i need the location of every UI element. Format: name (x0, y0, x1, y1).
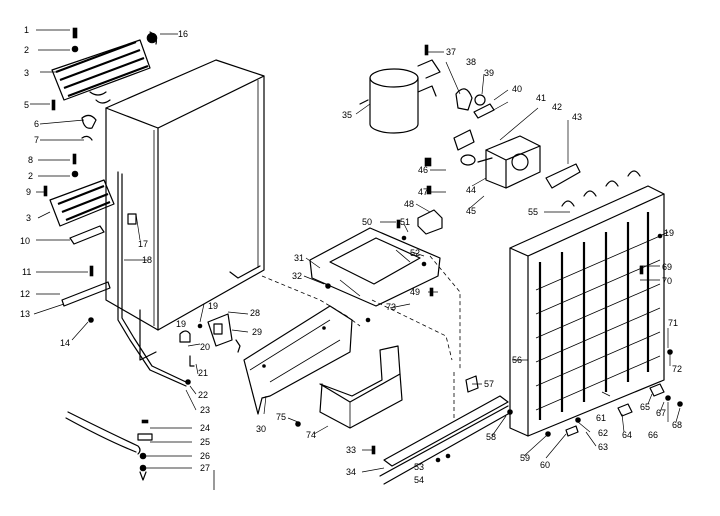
callout-52: 52 (410, 248, 420, 258)
callout-68: 68 (672, 420, 682, 430)
callout-46: 46 (418, 165, 428, 175)
callout-72: 72 (672, 364, 682, 374)
callout-12: 12 (20, 289, 30, 299)
callout-35: 35 (342, 110, 352, 120)
callout-30: 30 (256, 424, 266, 434)
callout-10: 10 (20, 236, 30, 246)
compressor-mount-bracket (309, 227, 441, 323)
callout-41: 41 (536, 93, 546, 103)
callout-61: 61 (596, 413, 606, 423)
cabinet-body (105, 59, 265, 490)
callout-62: 62 (598, 428, 608, 438)
callout-71: 71 (668, 318, 678, 328)
callout-44: 44 (466, 185, 476, 195)
callout-56: 56 (512, 355, 522, 365)
callout-18: 18 (142, 255, 152, 265)
lower-evaporator-coil (49, 179, 115, 307)
callout-43: 43 (572, 112, 582, 122)
callout-33: 33 (346, 445, 356, 455)
callout-57: 57 (484, 379, 494, 389)
callout-22: 22 (198, 390, 208, 400)
callout-6: 6 (34, 119, 39, 129)
callout-5: 5 (24, 100, 29, 110)
callout-69: 69 (662, 262, 672, 272)
callout-9: 9 (26, 187, 31, 197)
callout-23: 23 (200, 405, 210, 415)
callout-65: 65 (640, 402, 650, 412)
callout-19c: 19 (176, 319, 186, 329)
callout-7: 7 (34, 135, 39, 145)
condenser-fan-motor (477, 135, 541, 189)
callout-73: 73 (386, 302, 396, 312)
callout-28: 28 (250, 308, 260, 318)
callout-39: 39 (484, 68, 494, 78)
relay-overload-parts (453, 88, 495, 166)
callout-55: 55 (528, 207, 538, 217)
callout-66: 66 (648, 430, 658, 440)
callout-29: 29 (252, 327, 262, 337)
callout-75: 75 (276, 412, 286, 422)
control-parts (179, 313, 241, 385)
callout-53: 53 (414, 462, 424, 472)
callout-1: 1 (24, 25, 29, 35)
callout-32: 32 (292, 271, 302, 281)
power-cord (65, 411, 153, 481)
drain-pan (295, 345, 403, 429)
callout-51: 51 (400, 217, 410, 227)
callout-20: 20 (200, 342, 210, 352)
callout-50: 50 (362, 217, 372, 227)
callout-2b: 2 (28, 171, 33, 181)
callout-58: 58 (486, 432, 496, 442)
motor-mount-parts (396, 157, 443, 241)
base-rail (371, 395, 509, 485)
callout-47: 47 (418, 187, 428, 197)
callout-25: 25 (200, 437, 210, 447)
callout-67: 67 (656, 408, 666, 418)
callout-24: 24 (200, 423, 210, 433)
callout-14: 14 (60, 338, 70, 348)
hardware-screws-left (43, 27, 158, 323)
callout-48: 48 (404, 199, 414, 209)
callout-37: 37 (446, 47, 456, 57)
callout-63: 63 (598, 442, 608, 452)
callout-45: 45 (466, 206, 476, 216)
condenser-side-parts (465, 233, 683, 437)
compressor (359, 44, 441, 134)
callout-13: 13 (20, 309, 30, 319)
fan-bracket (545, 163, 581, 189)
callout-3: 3 (24, 68, 29, 78)
callout-42: 42 (552, 102, 562, 112)
callout-38: 38 (466, 57, 476, 67)
callout-8: 8 (28, 155, 33, 165)
callout-34: 34 (346, 467, 356, 477)
callout-3b: 3 (26, 213, 31, 223)
callout-31: 31 (294, 253, 304, 263)
callout-21: 21 (198, 368, 208, 378)
callout-54: 54 (414, 475, 424, 485)
leader-lines (30, 29, 681, 473)
callout-16: 16 (178, 29, 188, 39)
callout-27: 27 (200, 463, 210, 473)
callout-74: 74 (306, 430, 316, 440)
upper-evaporator-coil (51, 39, 151, 104)
drain-tube (117, 171, 187, 387)
callout-11: 11 (22, 267, 31, 277)
callout-labels: 1 2 3 5 6 7 8 2 9 3 10 11 12 13 14 16 17… (20, 25, 682, 485)
callout-2: 2 (24, 45, 29, 55)
callout-49: 49 (410, 287, 420, 297)
callout-17: 17 (138, 239, 148, 249)
condenser-coil (509, 170, 665, 437)
callout-19b: 19 (664, 228, 674, 238)
callout-60: 60 (540, 460, 550, 470)
callout-26: 26 (200, 451, 210, 461)
callout-19: 19 (208, 301, 218, 311)
callout-59: 59 (520, 453, 530, 463)
reference-lines (261, 255, 461, 420)
callout-64: 64 (622, 430, 632, 440)
callout-40: 40 (512, 84, 522, 94)
callout-70: 70 (662, 276, 672, 286)
